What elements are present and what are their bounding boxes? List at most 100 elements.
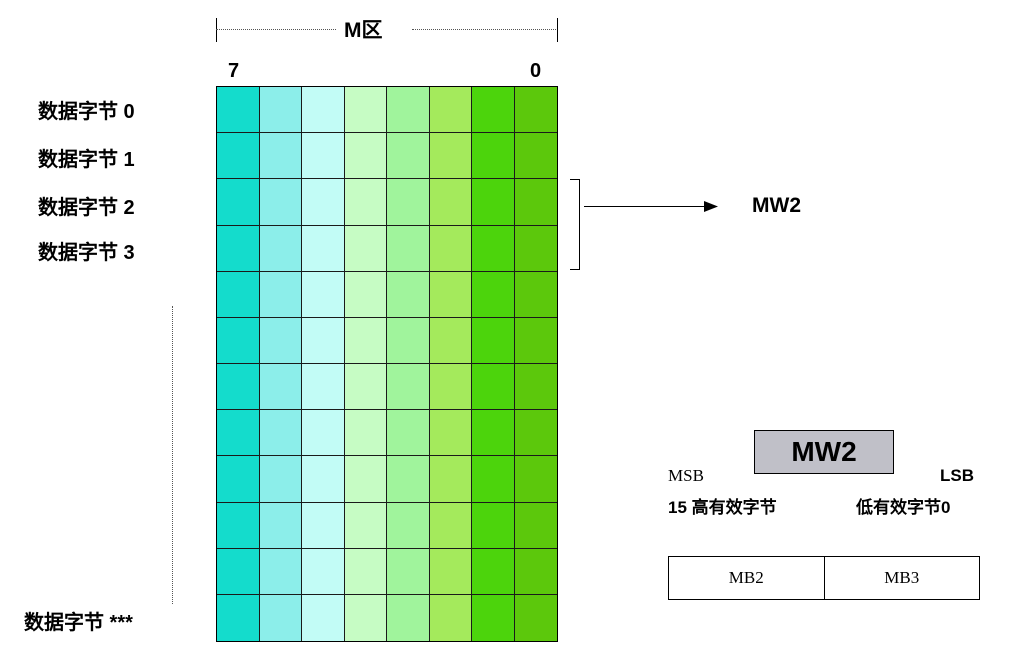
grid-cell xyxy=(217,271,260,318)
row-label-last: 数据字节 *** xyxy=(24,612,133,634)
grid-cell xyxy=(514,594,557,641)
row-label-0: 数据字节 0 xyxy=(38,101,135,123)
grid-cell xyxy=(217,225,260,272)
grid-cell xyxy=(302,317,345,364)
grid-cell xyxy=(217,548,260,595)
grid-cell xyxy=(472,271,515,318)
grid-cell xyxy=(302,502,345,549)
mzone-bracket-left-line xyxy=(216,29,336,30)
grid-cell xyxy=(344,179,387,226)
grid-cell xyxy=(259,594,302,641)
grid-cell xyxy=(514,502,557,549)
grid-cell xyxy=(302,225,345,272)
grid-cell xyxy=(472,364,515,411)
grid-cell xyxy=(472,225,515,272)
grid-cell xyxy=(472,548,515,595)
lsb-label: LSB xyxy=(940,466,974,485)
grid-cell xyxy=(387,271,430,318)
grid-cell xyxy=(217,456,260,503)
grid-cell xyxy=(387,456,430,503)
high-byte-label: 15 高有效字节 xyxy=(668,498,777,517)
mzone-bracket-right-line xyxy=(412,29,558,30)
grid-cell xyxy=(429,548,472,595)
grid-cell xyxy=(344,364,387,411)
grid-cell xyxy=(387,133,430,180)
grid-cell xyxy=(429,502,472,549)
grid-cell xyxy=(514,364,557,411)
grid-cell xyxy=(429,225,472,272)
bit-0-label: 0 xyxy=(530,60,542,82)
grid-cell xyxy=(344,271,387,318)
grid-cell xyxy=(217,410,260,457)
grid-cell xyxy=(302,456,345,503)
grid-cell xyxy=(429,594,472,641)
byte-cell-mb2: MB2 xyxy=(728,568,764,587)
grid-cell xyxy=(302,87,345,134)
bit-7-label: 7 xyxy=(228,60,240,82)
grid-cell xyxy=(344,133,387,180)
rows-continuation-line xyxy=(172,306,173,604)
grid-cell xyxy=(259,133,302,180)
grid-cell xyxy=(429,271,472,318)
grid-cell xyxy=(344,225,387,272)
grid-cell xyxy=(514,410,557,457)
grid-cell xyxy=(344,456,387,503)
grid-cell xyxy=(514,548,557,595)
row-label-2: 数据字节 2 xyxy=(38,197,135,219)
grid-cell xyxy=(472,502,515,549)
grid-cell xyxy=(472,317,515,364)
arrow-shaft xyxy=(584,206,708,207)
grid-cell xyxy=(387,502,430,549)
grid-cell xyxy=(429,456,472,503)
grid-cell xyxy=(259,502,302,549)
grid-cell xyxy=(472,133,515,180)
grid-cell xyxy=(259,87,302,134)
grid-cell xyxy=(387,317,430,364)
grid-cell xyxy=(259,225,302,272)
grid-cell xyxy=(387,364,430,411)
grid-cell xyxy=(514,133,557,180)
word-bracket-top xyxy=(570,179,580,180)
grid-cell xyxy=(302,133,345,180)
grid-cell xyxy=(514,179,557,226)
grid-cell xyxy=(217,87,260,134)
grid-cell xyxy=(344,317,387,364)
grid-cell xyxy=(259,548,302,595)
row-label-3: 数据字节 3 xyxy=(38,242,135,264)
grid-cell xyxy=(259,271,302,318)
grid-cell xyxy=(302,594,345,641)
mzone-bracket-right-tick xyxy=(557,18,558,42)
grid-cell xyxy=(344,410,387,457)
mzone-bracket-left-tick xyxy=(216,18,217,42)
grid-cell xyxy=(259,456,302,503)
grid-cell xyxy=(387,225,430,272)
word-bracket-side xyxy=(579,179,580,269)
grid-cell xyxy=(514,87,557,134)
grid-cell xyxy=(429,410,472,457)
grid-cell xyxy=(514,456,557,503)
grid-cell xyxy=(387,179,430,226)
grid-cell xyxy=(472,410,515,457)
grid-cell xyxy=(387,410,430,457)
grid-cell xyxy=(472,179,515,226)
grid-cell xyxy=(472,87,515,134)
grid-cell xyxy=(302,548,345,595)
grid-cell xyxy=(514,317,557,364)
arrow-head-icon xyxy=(704,201,718,212)
mw2-arrow-label: MW2 xyxy=(752,194,801,217)
grid-cell xyxy=(217,594,260,641)
grid-cell xyxy=(472,456,515,503)
grid-cell xyxy=(344,548,387,595)
grid-cell xyxy=(217,364,260,411)
msb-label: MSB xyxy=(668,466,704,485)
mzone-title: M区 xyxy=(344,19,383,42)
row-label-1: 数据字节 1 xyxy=(38,149,135,171)
grid-cell xyxy=(514,271,557,318)
grid-cell xyxy=(217,317,260,364)
grid-cell xyxy=(429,317,472,364)
grid-cell xyxy=(344,87,387,134)
grid-cell xyxy=(259,317,302,364)
grid-cell xyxy=(387,594,430,641)
grid-cell xyxy=(217,133,260,180)
grid-cell xyxy=(302,364,345,411)
